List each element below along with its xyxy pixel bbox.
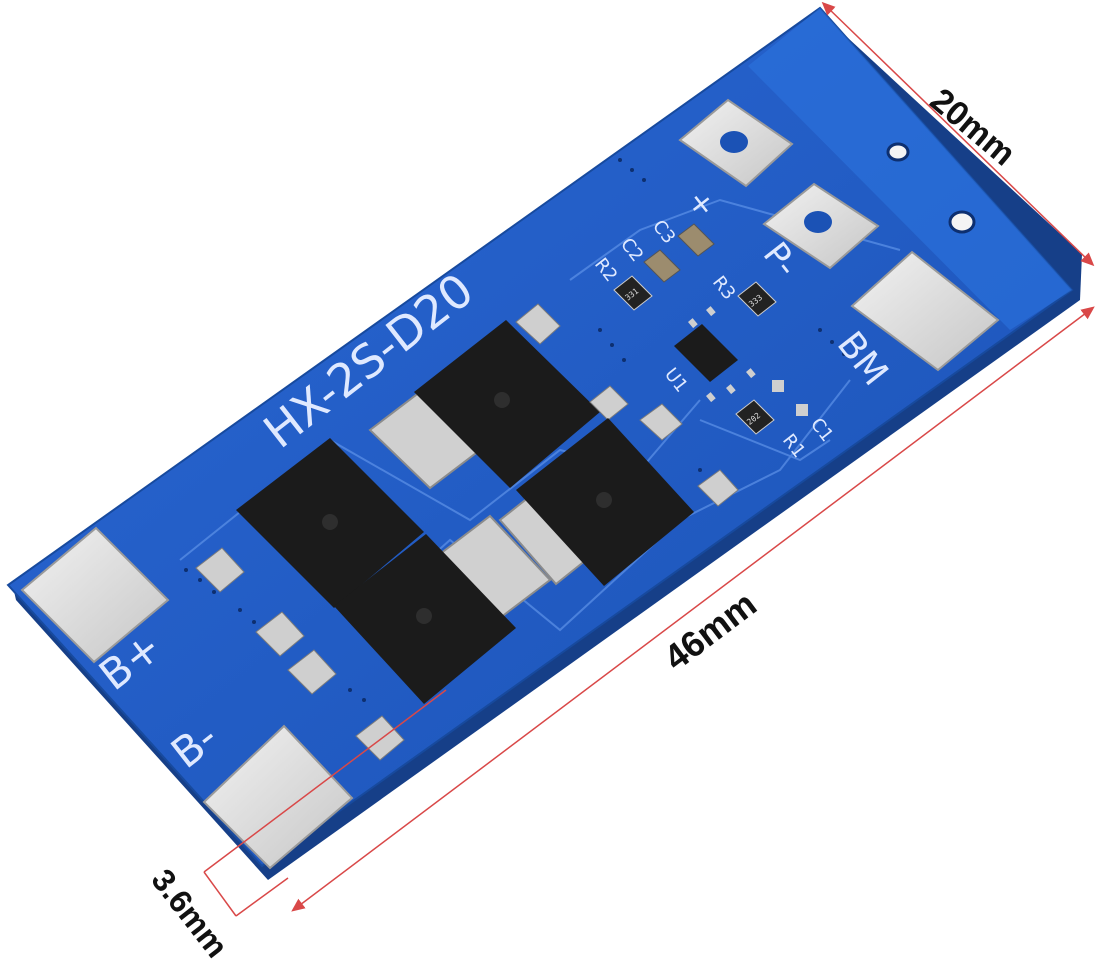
dimension-length-label: 46mm	[656, 583, 764, 678]
capacitor-c3	[677, 223, 715, 257]
mounting-hole	[886, 142, 910, 162]
dimension-thickness-label: 3.6mm	[144, 862, 235, 964]
capacitor-c2	[643, 249, 681, 283]
pad-p-plus	[678, 98, 794, 188]
pad-b-plus	[20, 526, 170, 664]
mounting-hole	[948, 210, 976, 234]
dimension-lines	[203, 1, 1095, 917]
resistor-r2: 331	[613, 275, 653, 311]
